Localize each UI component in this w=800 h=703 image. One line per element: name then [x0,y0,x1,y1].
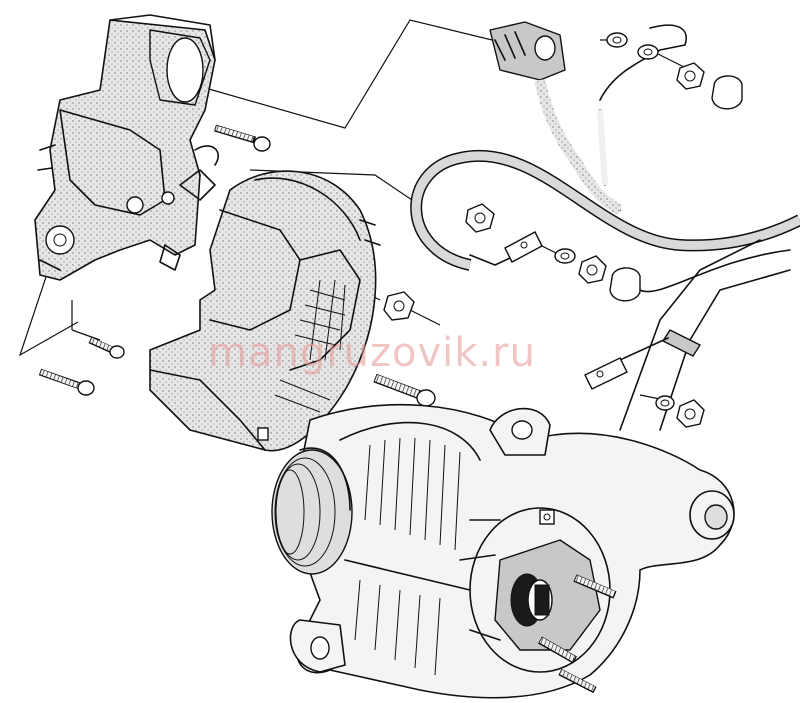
wiring-loom [534,24,687,215]
ground-cable [584,239,791,431]
alternator [271,403,735,699]
washer-top-b [637,44,659,60]
nut-top [676,62,705,90]
cap-mid [609,267,641,302]
terminal-post [539,509,555,525]
rear-cover [149,170,381,452]
pulley [271,447,353,575]
washer-low [655,395,675,411]
washer-top-a [606,32,628,48]
output-stud-a [573,574,617,599]
screw-regulator-mid [88,336,125,359]
cover-bolt [373,373,436,407]
cap-top [711,75,743,110]
nut-low [676,399,705,428]
screw-regulator-low [38,368,95,396]
cooling-fins [339,421,481,676]
mount-bushing [689,490,735,540]
cable-nut-upper [465,203,495,233]
screw-regulator-top [213,124,271,152]
mount-ear-left [289,619,346,673]
rear-face [459,507,611,673]
mount-ear-top [489,407,551,456]
cover-nut [383,291,415,321]
washer-mid [554,248,576,264]
output-stud-c [558,668,597,694]
nut-mid [578,255,607,284]
plug-connector [489,21,566,81]
battery-cable [410,150,800,271]
output-stud-b [538,636,577,664]
cover-vents [274,279,346,413]
voltage-regulator [34,14,219,281]
